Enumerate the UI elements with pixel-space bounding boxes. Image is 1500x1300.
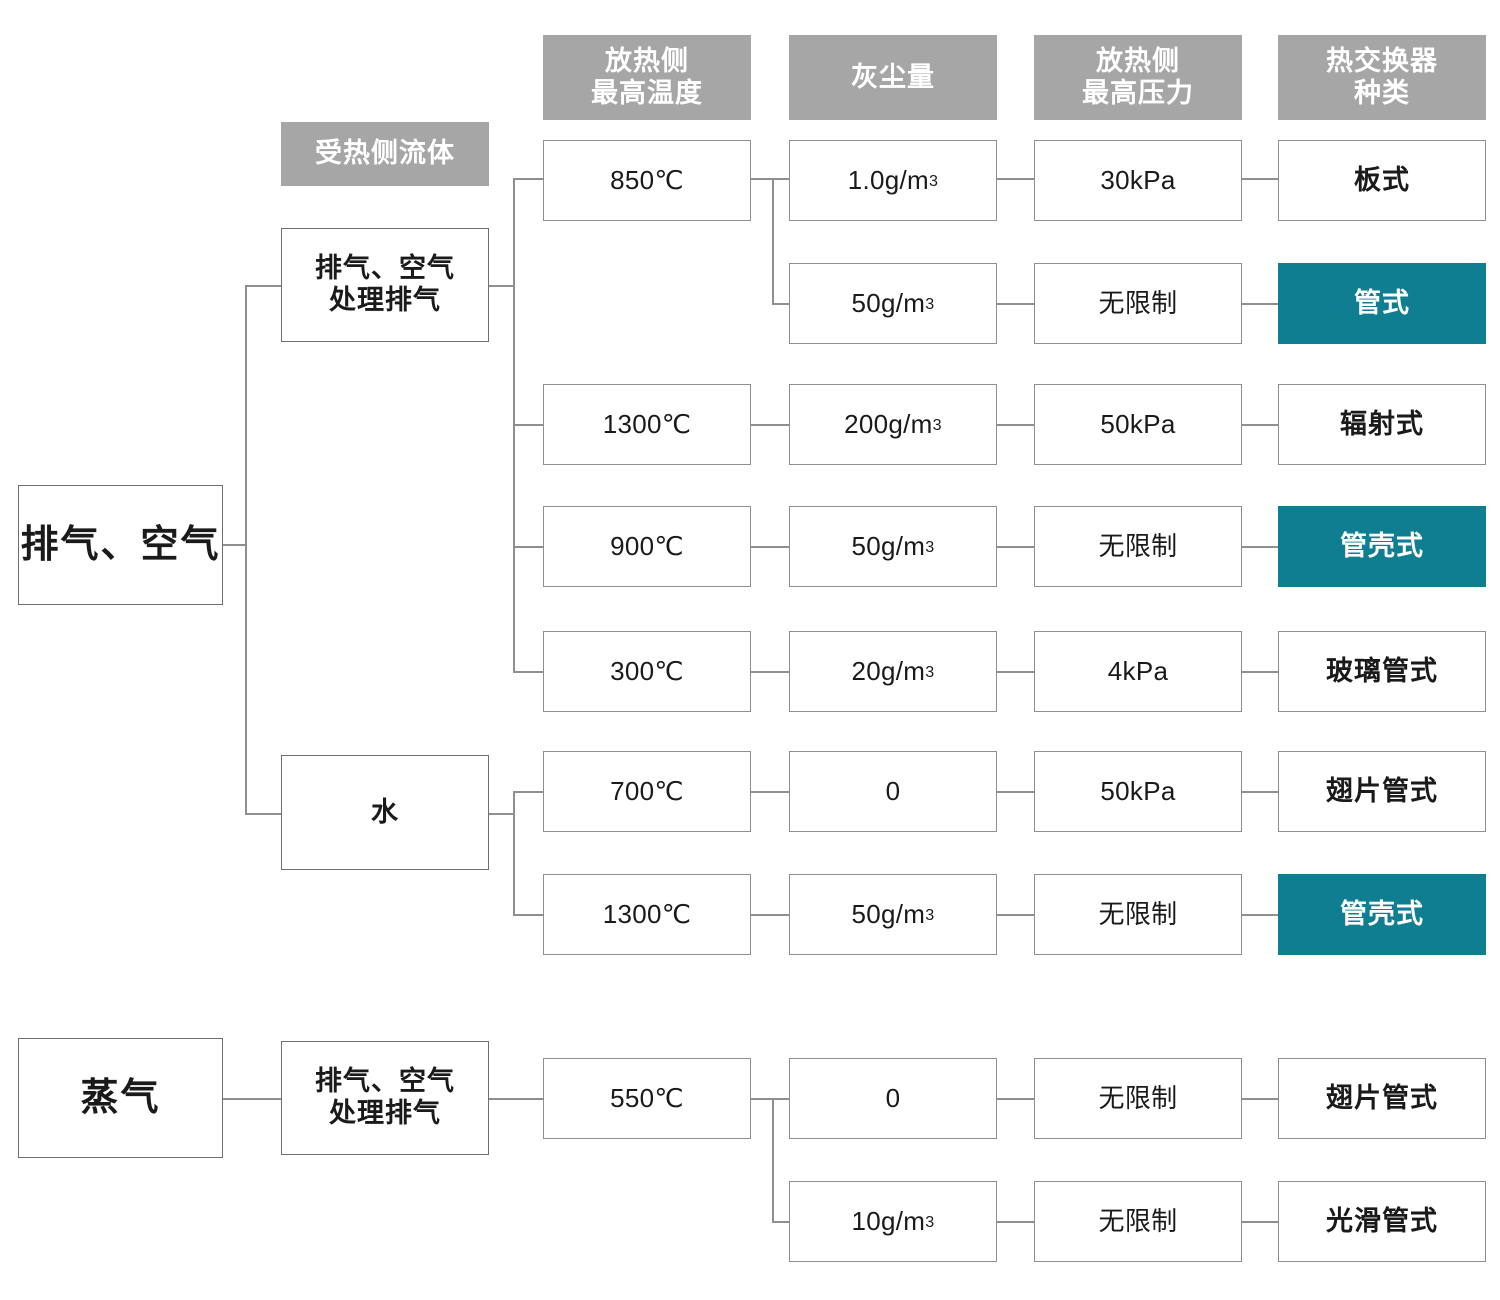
dust-node-0-a[interactable]: 0 [789, 751, 997, 832]
column-header-max-temp: 放热侧 最高温度 [543, 35, 751, 120]
connector-fluid-steam-to-temp-550 [489, 1098, 544, 1100]
pressure-node-4kpa[interactable]: 4kPa [1034, 631, 1242, 712]
connector-fluid-exhaust-out [489, 285, 514, 287]
pressure-node-30kpa[interactable]: 30kPa [1034, 140, 1242, 221]
pressure-node-unlimited-c[interactable]: 无限制 [1034, 874, 1242, 955]
connector-850-out [751, 178, 774, 180]
connector-pressure-4kpa-to-type [1242, 671, 1280, 673]
temperature-node-1300-a[interactable]: 1300℃ [543, 384, 751, 465]
exchanger-type-node-plate[interactable]: 板式 [1278, 140, 1486, 221]
connector-700-to-dust-0a [751, 791, 790, 793]
connector-temp-1300a-in [513, 424, 544, 426]
connector-dust-50a-in [772, 303, 790, 305]
pressure-node-50kpa-a[interactable]: 50kPa [1034, 384, 1242, 465]
connector-root-to-fluid-exhaust [245, 285, 282, 287]
connector-550-branch-spine [772, 1098, 774, 1222]
exchanger-type-node-finned-tube-b[interactable]: 翅片管式 [1278, 1058, 1486, 1139]
connector-temp-850-in [513, 178, 544, 180]
column-header-dust-amount: 灰尘量 [789, 35, 997, 120]
dust-value-text: 0 [885, 776, 901, 807]
connector-root-to-fluid-water [245, 813, 282, 815]
connector-dust-50b-to-pressure [997, 546, 1035, 548]
connector-pressure-unlimitedc-to-type [1242, 914, 1280, 916]
connector-pressure-unlimiteda-to-type [1242, 303, 1280, 305]
connector-900-to-dust-50b [751, 546, 790, 548]
connector-dust-10-in [772, 1221, 790, 1223]
dust-value-text: 50g/m [851, 288, 926, 319]
dust-value-text: 200g/m [844, 409, 933, 440]
connector-1300b-to-dust-50c [751, 914, 790, 916]
connector-dust-20-to-pressure [997, 671, 1035, 673]
exchanger-type-node-shell-tube-a[interactable]: 管壳式 [1278, 506, 1486, 587]
connector-dust-0b-to-pressure [997, 1098, 1035, 1100]
connector-pressure-unlimitede-to-type [1242, 1221, 1280, 1223]
connector-temp-700-in [513, 791, 544, 793]
exchanger-type-node-smooth-tube[interactable]: 光滑管式 [1278, 1181, 1486, 1262]
column-header-exchanger-type: 热交换器 种类 [1278, 35, 1486, 120]
fluid-node-exhaust-air-treated[interactable]: 排气、空气 处理排气 [281, 228, 489, 342]
connector-dust-10-to-pressure [997, 1221, 1035, 1223]
temperature-node-850[interactable]: 850℃ [543, 140, 751, 221]
connector-root-exhaust-out [223, 544, 246, 546]
pressure-node-unlimited-d[interactable]: 无限制 [1034, 1058, 1242, 1139]
connector-dust-50a-to-pressure [997, 303, 1035, 305]
column-header-max-pressure: 放热侧 最高压力 [1034, 35, 1242, 120]
pressure-node-unlimited-a[interactable]: 无限制 [1034, 263, 1242, 344]
connector-root-steam-to-fluid [223, 1098, 282, 1100]
connector-temp-900-in [513, 546, 544, 548]
connector-dust-50c-to-pressure [997, 914, 1035, 916]
dust-value-text: 50g/m [851, 899, 926, 930]
connector-pressure-unlimitedd-to-type [1242, 1098, 1280, 1100]
dust-value-text: 20g/m [851, 656, 926, 687]
dust-node-0-b[interactable]: 0 [789, 1058, 997, 1139]
exchanger-type-node-shell-tube-b[interactable]: 管壳式 [1278, 874, 1486, 955]
root-node-exhaust-air[interactable]: 排气、空气 [18, 485, 223, 605]
pressure-node-unlimited-e[interactable]: 无限制 [1034, 1181, 1242, 1262]
connector-temp-spine-water [513, 791, 515, 915]
pressure-node-50kpa-b[interactable]: 50kPa [1034, 751, 1242, 832]
dust-value-text: 10g/m [851, 1206, 926, 1237]
temperature-node-1300-b[interactable]: 1300℃ [543, 874, 751, 955]
temperature-node-900[interactable]: 900℃ [543, 506, 751, 587]
temperature-node-700[interactable]: 700℃ [543, 751, 751, 832]
connector-temp-300-in [513, 671, 544, 673]
pressure-node-unlimited-b[interactable]: 无限制 [1034, 506, 1242, 587]
connector-850-branch-spine [772, 178, 774, 304]
dust-value-text: 50g/m [851, 531, 926, 562]
connector-dust-1-0-in [772, 178, 790, 180]
exchanger-type-node-tube[interactable]: 管式 [1278, 263, 1486, 344]
connector-dust-0a-to-pressure [997, 791, 1035, 793]
fluid-node-exhaust-air-treated-2[interactable]: 排气、空气 处理排气 [281, 1041, 489, 1155]
connector-dust-200-to-pressure [997, 424, 1035, 426]
column-header-heated-side-fluid: 受热侧流体 [281, 122, 489, 186]
connector-root-exhaust-spine [245, 285, 247, 814]
dust-value-text: 0 [885, 1083, 901, 1114]
exchanger-type-node-glass-tube[interactable]: 玻璃管式 [1278, 631, 1486, 712]
connector-dust-0b-in [772, 1098, 790, 1100]
exchanger-type-node-radiant[interactable]: 辐射式 [1278, 384, 1486, 465]
connector-1300a-to-dust-200 [751, 424, 790, 426]
exchanger-type-node-finned-tube-a[interactable]: 翅片管式 [1278, 751, 1486, 832]
fluid-node-water[interactable]: 水 [281, 755, 489, 870]
connector-dust-1-0-to-pressure [997, 178, 1035, 180]
connector-300-to-dust-20 [751, 671, 790, 673]
connector-pressure-50kpaa-to-type [1242, 424, 1280, 426]
dust-value-text: 1.0g/m [847, 165, 930, 196]
connector-pressure-30kpa-to-type [1242, 178, 1280, 180]
connector-550-out [751, 1098, 774, 1100]
connector-temp-1300b-in [513, 914, 544, 916]
connector-fluid-water-out [489, 813, 514, 815]
connector-pressure-unlimitedb-to-type [1242, 546, 1280, 548]
root-node-steam[interactable]: 蒸气 [18, 1038, 223, 1158]
temperature-node-550[interactable]: 550℃ [543, 1058, 751, 1139]
connector-pressure-50kpab-to-type [1242, 791, 1280, 793]
temperature-node-300[interactable]: 300℃ [543, 631, 751, 712]
